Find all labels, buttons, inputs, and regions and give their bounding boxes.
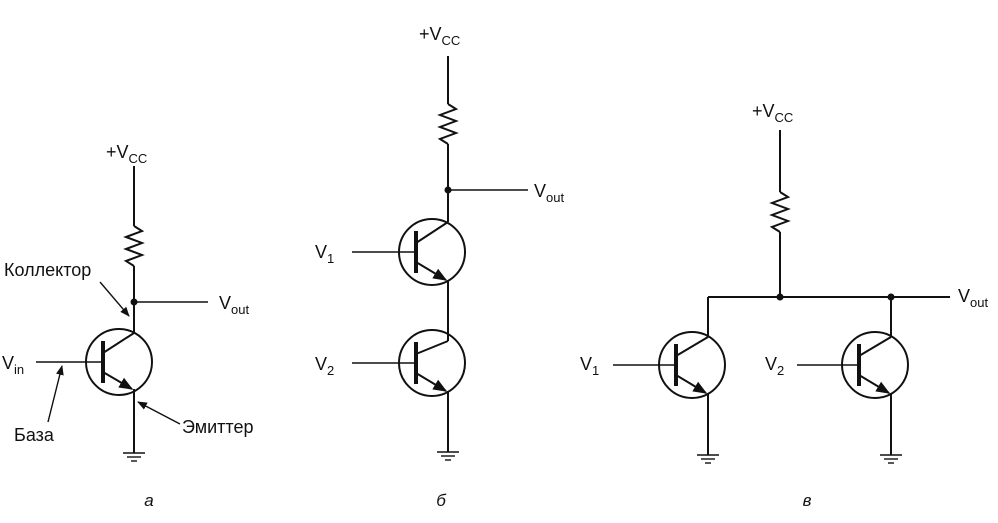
caption-c: в (803, 491, 812, 510)
base-pointer (47, 365, 64, 423)
caption-b: б (436, 491, 447, 510)
caption-a: а (144, 491, 153, 510)
circuit-c: +VCC Vout V1 V2 в (580, 101, 988, 510)
circuit-a: +VCC Vout Vin Коллектор База Эмиттер а (2, 142, 253, 510)
ground-icon (122, 452, 146, 462)
vcc-label-a: +VCC (106, 142, 147, 166)
collector-pointer (99, 281, 130, 317)
transistor-c1 (658, 331, 726, 399)
resistor-c (769, 191, 791, 233)
vout-label-a: Vout (219, 293, 249, 317)
ground-icon (696, 454, 720, 464)
vcc-label-c: +VCC (752, 101, 793, 125)
junction-dot (776, 293, 784, 301)
v1-label-c: V1 (580, 354, 599, 378)
v1-label-b: V1 (315, 242, 334, 266)
vout-label-b: Vout (534, 181, 564, 205)
emitter-pointer (137, 401, 181, 425)
collector-label: Коллектор (4, 260, 91, 280)
vout-label-c: Vout (958, 286, 988, 310)
vcc-label-b: +VCC (419, 24, 460, 48)
emitter-label: Эмиттер (182, 417, 253, 437)
ground-icon (436, 451, 460, 461)
v2-label-b: V2 (315, 354, 334, 378)
v2-label-c: V2 (765, 354, 784, 378)
resistor-b (437, 103, 459, 145)
vin-label: Vin (2, 353, 24, 377)
circuit-b: +VCC Vout V1 V2 б (315, 24, 564, 510)
resistor-a (123, 225, 145, 267)
base-label: База (14, 425, 55, 445)
ground-icon (879, 454, 903, 464)
